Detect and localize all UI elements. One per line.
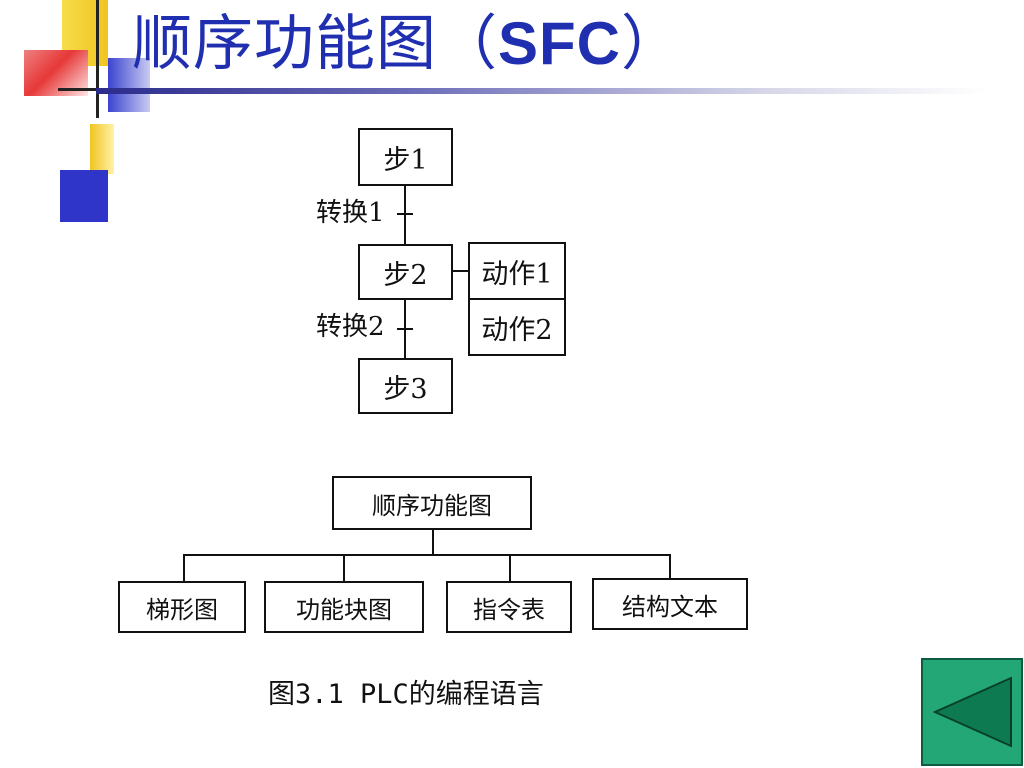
step-1-box: 步1 <box>358 128 453 186</box>
tree-root-box: 顺序功能图 <box>332 476 532 530</box>
step-3-box: 步3 <box>358 358 453 414</box>
tree-drop-1 <box>183 554 185 582</box>
action-2-box: 动作2 <box>468 298 566 356</box>
tree-child-ladder: 梯形图 <box>118 581 246 633</box>
previous-slide-button[interactable] <box>921 658 1023 766</box>
deco-vertical-line <box>96 0 99 118</box>
deco-yellow-square-mid <box>90 124 114 174</box>
action-1-box: 动作1 <box>468 242 566 300</box>
tree-drop-2 <box>343 554 345 582</box>
transition-1-label: 转换1 <box>316 198 385 228</box>
tree-drop-3 <box>509 554 511 582</box>
title-underline <box>96 88 986 94</box>
tree-child-st: 结构文本 <box>592 578 748 630</box>
tree-child-il: 指令表 <box>446 581 572 633</box>
deco-blue-square-small <box>108 58 150 112</box>
deco-blue-square-large <box>60 170 108 222</box>
page-title: 顺序功能图（SFC） <box>132 9 682 79</box>
deco-horizontal-line <box>58 88 102 91</box>
transition-tick-2 <box>397 328 413 330</box>
action-connector <box>452 270 470 272</box>
tree-child-fbd: 功能块图 <box>264 581 424 633</box>
sfc-connector-1-2 <box>404 185 406 245</box>
tree-branch <box>183 554 671 556</box>
step-2-box: 步2 <box>358 244 453 300</box>
triangle-left-icon <box>932 676 1012 748</box>
transition-2-label: 转换2 <box>316 312 385 342</box>
tree-drop-4 <box>669 554 671 580</box>
figure-caption: 图3.1 PLC的编程语言 <box>268 679 544 710</box>
tree-trunk <box>432 530 434 555</box>
transition-tick-1 <box>397 213 413 215</box>
